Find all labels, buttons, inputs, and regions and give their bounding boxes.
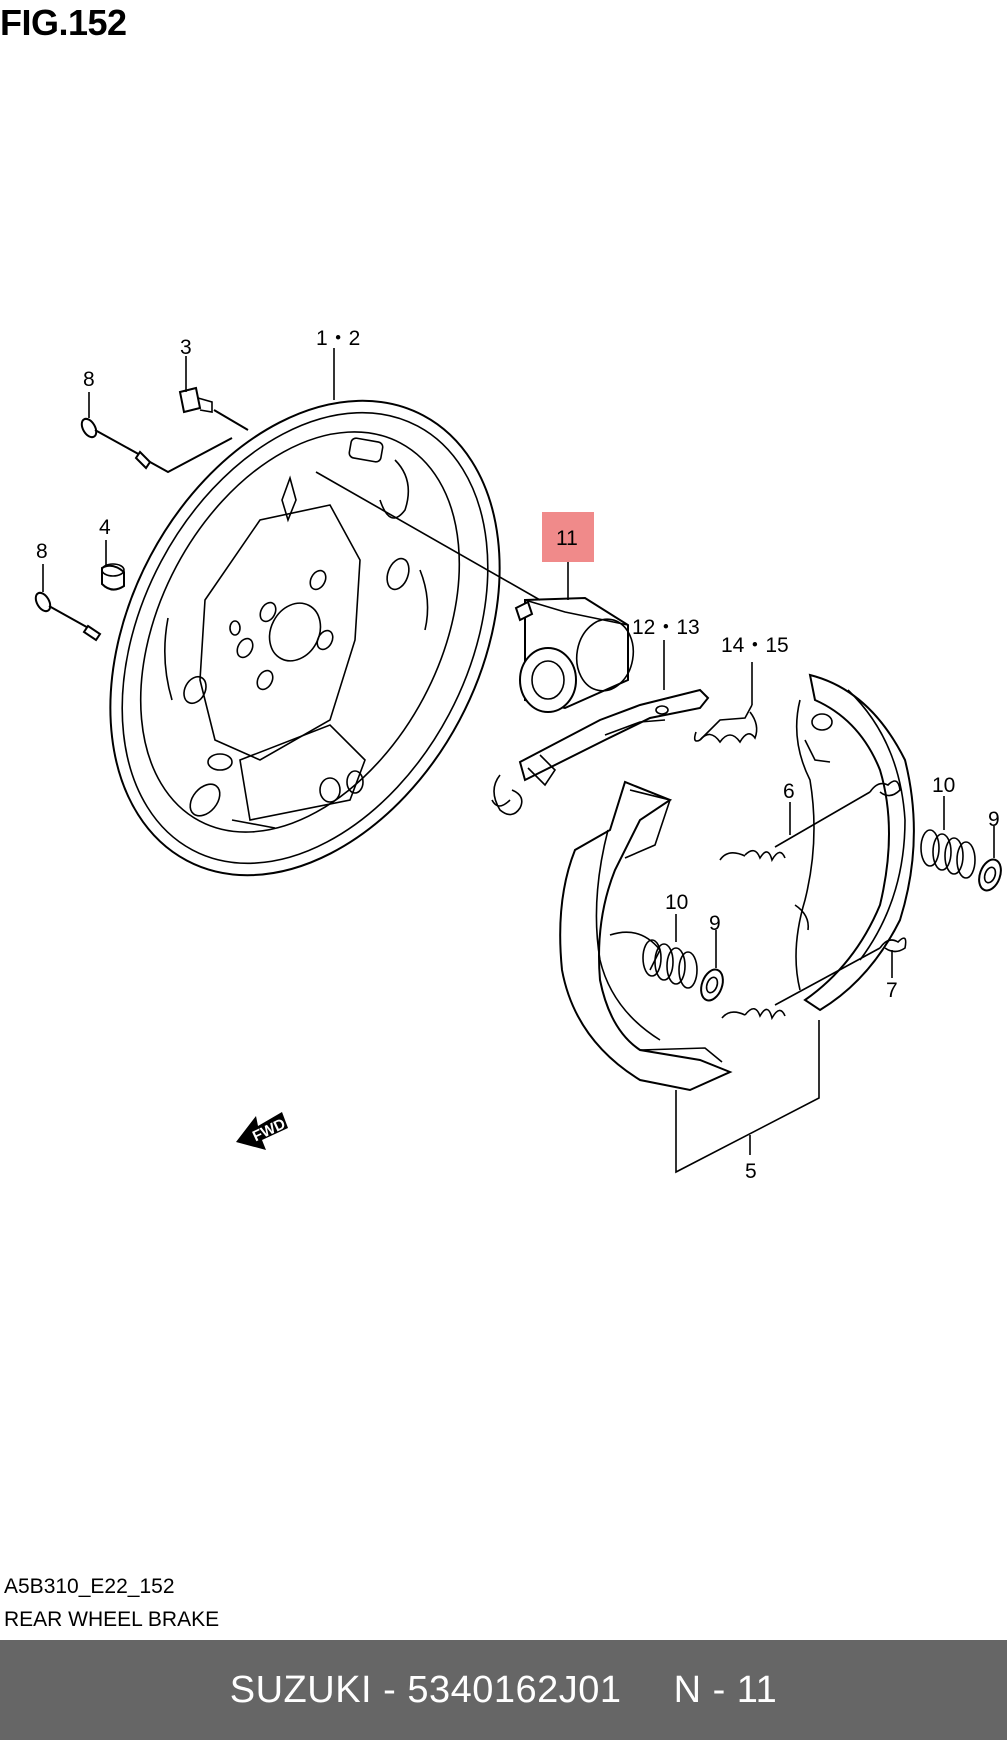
wheel-cylinder-part[interactable] [514, 596, 639, 713]
figure-title: FIG.152 [0, 2, 127, 43]
backing-plate-part[interactable] [32, 333, 578, 942]
plug-part[interactable] [101, 563, 125, 591]
shoe-hold-pin-part-upper[interactable] [79, 416, 233, 474]
label-6[interactable]: 6 [783, 780, 795, 803]
label-9-left[interactable]: 9 [709, 912, 721, 935]
label-8-lower[interactable]: 8 [36, 540, 48, 563]
label-10-right[interactable]: 10 [932, 774, 955, 797]
label-7[interactable]: 7 [886, 979, 898, 1002]
label-8-upper[interactable]: 8 [83, 368, 95, 391]
brake-shoe-part-right[interactable] [794, 673, 915, 1012]
brand-part-number: SUZUKI - 5340162J01 [229, 1668, 622, 1711]
diagram-position: N - 11 [673, 1668, 778, 1711]
hold-down-cup-part-left[interactable] [697, 967, 727, 1004]
diagram-name: REAR WHEEL BRAKE [4, 1608, 220, 1631]
footer-bar: SUZUKI - 5340162J01 N - 11 [0, 1640, 1007, 1740]
spring-part-14-15[interactable] [693, 704, 758, 744]
return-spring-part-7[interactable] [721, 937, 907, 1021]
hold-down-cup-part-right[interactable] [975, 857, 1005, 894]
label-14-15[interactable]: 14・15 [721, 634, 789, 657]
brake-shoe-part-left[interactable] [559, 780, 733, 1092]
label-3[interactable]: 3 [180, 336, 192, 359]
label-12-13[interactable]: 12・13 [632, 616, 700, 639]
label-4[interactable]: 4 [99, 516, 111, 539]
highlight-box-11 [542, 512, 594, 562]
leader-lines [42, 348, 995, 1174]
diagram-code: A5B310_E22_152 [4, 1575, 175, 1598]
bolt-part[interactable] [178, 386, 249, 431]
label-1-2[interactable]: 1・2 [316, 327, 360, 350]
return-spring-part-6[interactable] [719, 780, 901, 863]
adjuster-part[interactable] [491, 688, 710, 816]
hold-down-spring-part-right[interactable] [920, 829, 976, 879]
hold-down-spring-part-left[interactable] [642, 939, 698, 989]
leader-line [315, 471, 541, 601]
parts-diagram: 1・2 3 8 4 8 11 12・13 14・15 6 10 9 10 9 7… [32, 327, 1005, 1183]
label-5[interactable]: 5 [745, 1160, 757, 1183]
label-11[interactable]: 11 [556, 527, 578, 550]
label-10-left[interactable]: 10 [665, 891, 688, 914]
label-9-right[interactable]: 9 [988, 808, 1000, 831]
shoe-hold-pin-part-lower[interactable] [33, 590, 102, 642]
fwd-arrow-icon: FWD [236, 1112, 288, 1150]
